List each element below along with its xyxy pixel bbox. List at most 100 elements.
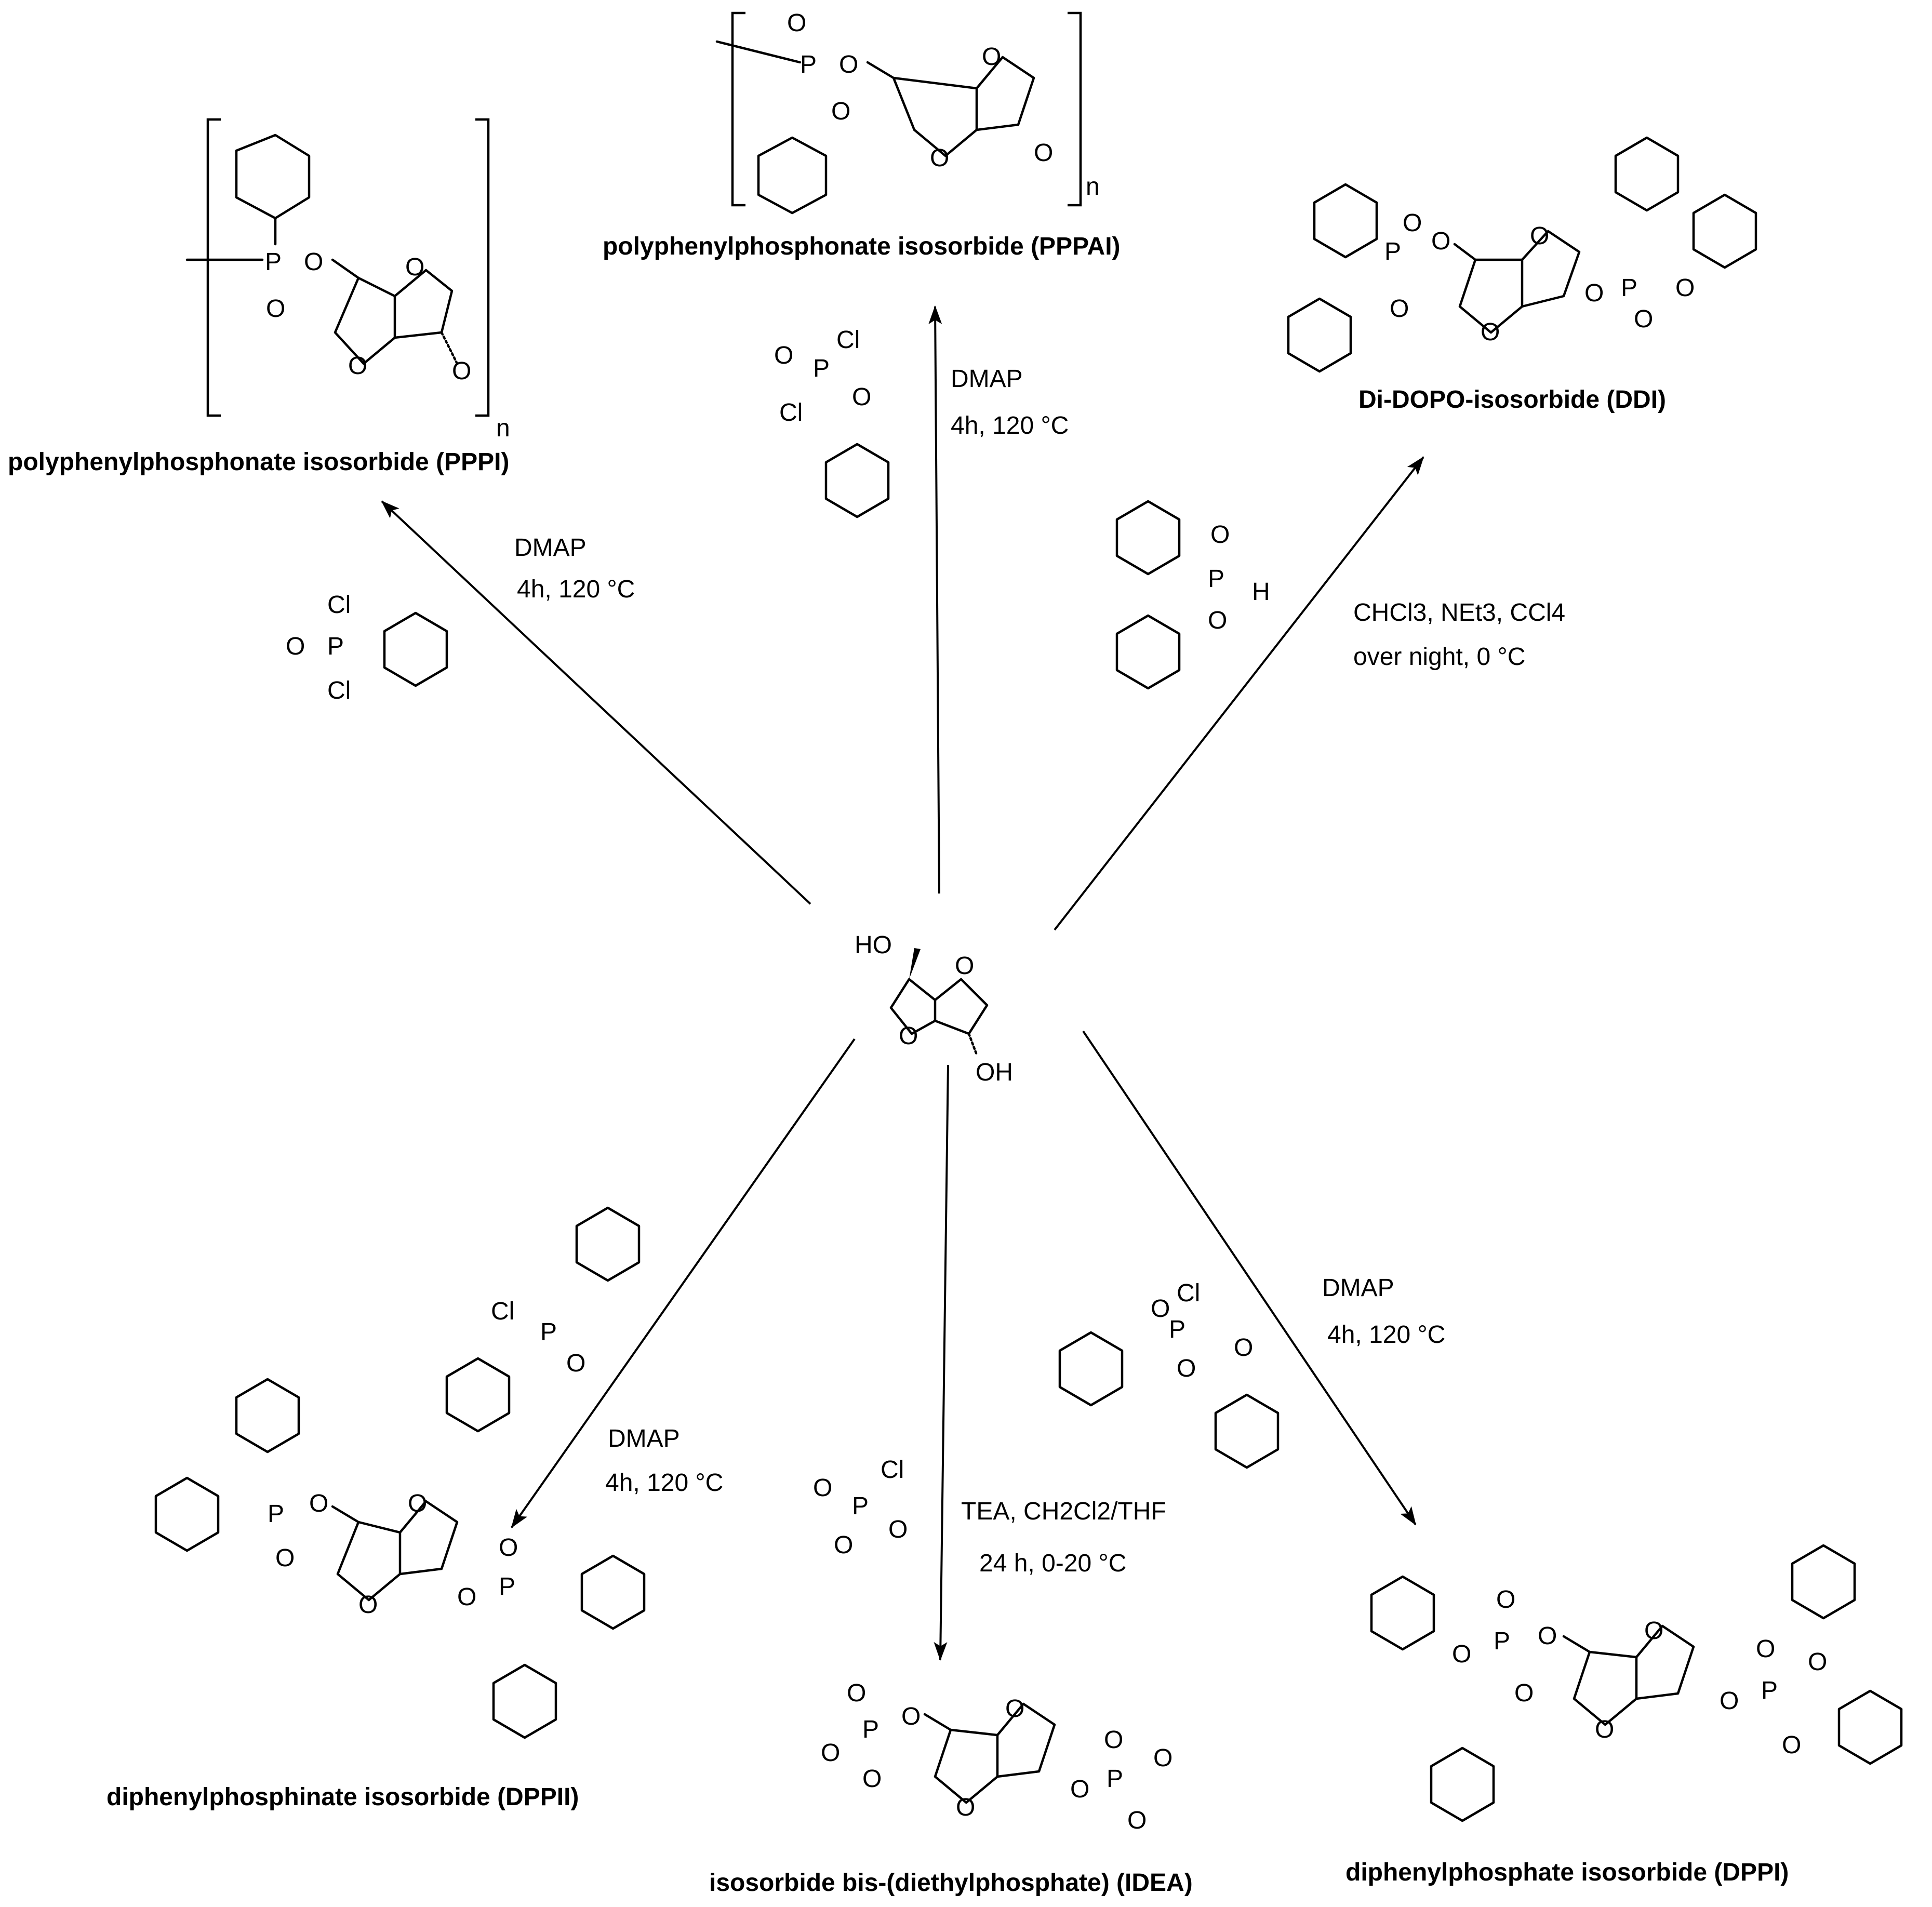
hydrogen-atom: H xyxy=(1252,578,1270,606)
benzene-ring xyxy=(1791,1544,1856,1620)
conditions-idea: TEA, CH2Cl2/THF 24 h, 0-20 °C xyxy=(961,1498,1166,1577)
pppi-structure: n P O O O O O xyxy=(185,118,510,442)
arrow-to-idea xyxy=(934,1064,949,1661)
benzene-ring xyxy=(235,134,311,220)
chlorine-atom-2: Cl xyxy=(327,677,351,704)
ring-oxygen: O xyxy=(405,254,424,281)
condition-line-2: 24 h, 0-20 °C xyxy=(979,1550,1126,1577)
reagent-diphenylphosphinic-chloride: Cl P O xyxy=(445,1206,641,1433)
benzene-ring xyxy=(575,1206,641,1282)
benzene-ring xyxy=(1837,1689,1903,1765)
phosphorus-atom: P xyxy=(862,1716,879,1743)
condition-line-1: DMAP xyxy=(1322,1274,1394,1302)
reaction-arrows xyxy=(381,305,1424,1661)
phosphorus-atom: P xyxy=(800,51,817,78)
oxygen-phenoxy: O xyxy=(852,383,871,411)
benzene-ring xyxy=(1214,1393,1280,1469)
ddi-structure: P O O O O O O P O O xyxy=(1287,136,1757,373)
oxygen-double: O xyxy=(266,295,285,323)
phosphorus-atom: P xyxy=(265,248,282,276)
ring-oxygen: O xyxy=(408,1490,427,1517)
arrow-to-pppi xyxy=(381,500,811,905)
ring-oxygen: O xyxy=(1530,222,1549,250)
oxygen-double-2: O xyxy=(1756,1635,1775,1663)
oxygen-phenoxy: O xyxy=(831,98,850,125)
dppii-structure: P O O O O O P O xyxy=(154,1378,646,1739)
condition-line-1: DMAP xyxy=(608,1425,680,1452)
oxygen-double: O xyxy=(774,342,793,369)
reagent-dopo: O P H O xyxy=(1115,500,1270,690)
oxygen-double: O xyxy=(1177,1355,1196,1382)
oxygen-double-2: O xyxy=(1104,1726,1123,1754)
hydroxyl-top: HO xyxy=(855,931,892,959)
oxygen-ring-2: O xyxy=(1675,274,1695,302)
oxygen-ester: O xyxy=(1538,1622,1557,1650)
chlorine-atom: Cl xyxy=(327,591,351,619)
oxygen-phenoxy-1: O xyxy=(1151,1295,1170,1323)
oxygen-double: O xyxy=(813,1474,832,1502)
product-label-pppi: polyphenylphosphonate isosorbide (PPPI) xyxy=(8,448,509,476)
product-label-dppii: diphenylphosphinate isosorbide (DPPII) xyxy=(106,1783,579,1811)
ring-oxygen-2: O xyxy=(1595,1716,1614,1743)
ring-oxygen-2: O xyxy=(358,1591,378,1619)
benzene-ring xyxy=(445,1357,511,1433)
oxygen-ester-2: O xyxy=(457,1583,476,1611)
benzene-ring xyxy=(757,136,828,215)
arrow-to-ddi xyxy=(1054,456,1424,931)
oxygen-ester: O xyxy=(901,1703,921,1730)
oxygen-phenoxy-4: O xyxy=(1782,1731,1801,1759)
bracket-right xyxy=(475,118,490,417)
phosphorus-atom: P xyxy=(1169,1316,1185,1343)
condition-line-1: CHCl3, NEt3, CCl4 xyxy=(1353,599,1565,626)
condition-line-1: DMAP xyxy=(951,365,1023,393)
oxygen-ester-2: O xyxy=(1070,1776,1089,1803)
phosphorus-atom: P xyxy=(1208,565,1224,593)
chlorine-atom: Cl xyxy=(836,326,860,354)
arrow-to-dppi xyxy=(1082,1030,1417,1526)
oxygen-phenoxy-1: O xyxy=(1452,1641,1471,1668)
product-label-dppi: diphenylphosphate isosorbide (DPPI) xyxy=(1345,1859,1789,1886)
ring-oxygen-bottom: O xyxy=(899,1022,918,1050)
phosphorus-atom: P xyxy=(1384,238,1401,265)
benzene-ring xyxy=(1115,500,1181,576)
hydroxyl-bottom: OH xyxy=(976,1059,1013,1086)
dppi-structure: O P O O O O O O P O O O xyxy=(1370,1544,1903,1822)
benzene-ring xyxy=(1692,193,1757,269)
phosphorus-atom: P xyxy=(1494,1628,1510,1655)
oxygen-ethoxy-1: O xyxy=(834,1531,853,1559)
phosphorus-atom: P xyxy=(813,355,830,382)
phosphorus-atom-2: P xyxy=(1621,274,1637,302)
oxygen-ester-2: O xyxy=(1584,279,1604,307)
condition-line-2: 4h, 120 °C xyxy=(517,576,635,603)
oxygen-double: O xyxy=(1210,521,1230,549)
oxygen-double-2: O xyxy=(499,1534,518,1562)
benzene-ring xyxy=(1430,1746,1495,1822)
repeat-index: n xyxy=(496,415,510,442)
oxygen-double: O xyxy=(787,9,806,37)
oxygen-ethoxy-1: O xyxy=(821,1739,840,1767)
benzene-ring xyxy=(154,1476,220,1552)
oxygen-double: O xyxy=(847,1679,866,1707)
condition-line-2: 4h, 120 °C xyxy=(951,412,1069,439)
phosphorus-atom-2: P xyxy=(1107,1765,1123,1793)
phosphorus-atom: P xyxy=(268,1500,284,1528)
benzene-ring xyxy=(1313,183,1378,259)
benzene-ring xyxy=(492,1663,557,1739)
reagent-diphenyl-chlorophosphate: Cl O P O O xyxy=(1058,1279,1280,1469)
oxygen-phenoxy-2: O xyxy=(1514,1679,1534,1707)
condition-line-2: over night, 0 °C xyxy=(1353,643,1525,671)
condition-line-2: 4h, 120 °C xyxy=(1327,1321,1445,1349)
oxygen-ester: O xyxy=(1431,228,1450,255)
product-label-idea: isosorbide bis-(diethylphosphate) (IDEA) xyxy=(709,1869,1193,1897)
isosorbide-structure: HO O O OH xyxy=(855,931,1013,1086)
benzene-ring xyxy=(1370,1575,1435,1651)
oxygen-phenoxy-3: O xyxy=(1808,1648,1827,1676)
product-label-ddi: Di-DOPO-isosorbide (DDI) xyxy=(1358,386,1666,414)
wedge-bond xyxy=(909,948,921,979)
ring-oxygen-2: O xyxy=(956,1794,975,1821)
oxygen-ester-2: O xyxy=(1720,1687,1739,1715)
phosphorus-atom: P xyxy=(540,1318,557,1346)
benzene-ring xyxy=(1115,614,1181,690)
ring-oxygen: O xyxy=(982,43,1001,71)
